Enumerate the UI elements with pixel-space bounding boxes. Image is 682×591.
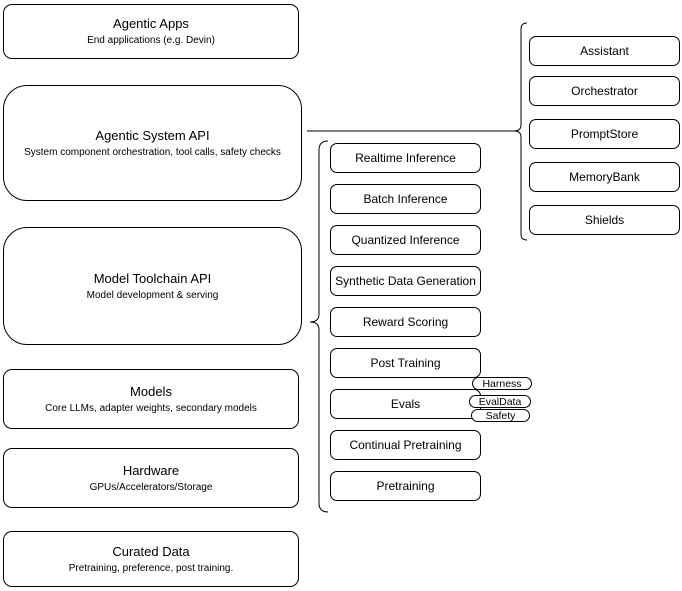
box-title: Model Toolchain API	[93, 270, 212, 286]
box-model-toolchain-api: Model Toolchain API Model development & …	[3, 227, 302, 345]
box-hardware: Hardware GPUs/Accelerators/Storage	[3, 448, 299, 508]
box-orchestrator: Orchestrator	[529, 76, 680, 106]
curly-brace-right-icon	[513, 22, 528, 241]
pill-harness: Harness	[472, 377, 532, 390]
box-title: Agentic System API	[95, 127, 210, 143]
box-subtitle: Pretraining, preference, post training.	[68, 562, 234, 574]
box-post-training: Post Training	[330, 348, 481, 378]
box-models: Models Core LLMs, adapter weights, secon…	[3, 369, 299, 429]
pill-evaldata: EvalData	[469, 395, 531, 408]
box-subtitle: GPUs/Accelerators/Storage	[89, 481, 213, 493]
box-subtitle: Model development & serving	[86, 289, 219, 301]
box-agentic-system-api: Agentic System API System component orch…	[3, 85, 302, 201]
box-synthetic-data-generation: Synthetic Data Generation	[330, 266, 481, 296]
box-quantized-inference: Quantized Inference	[330, 225, 481, 255]
box-title: Hardware	[122, 462, 180, 478]
box-pretraining: Pretraining	[330, 471, 481, 501]
box-title: Agentic Apps	[113, 16, 189, 31]
box-subtitle: System component orchestration, tool cal…	[24, 146, 281, 158]
box-agentic-apps: Agentic Apps End applications (e.g. Devi…	[3, 4, 299, 59]
curly-brace-middle-icon	[309, 140, 329, 513]
box-subtitle: End applications (e.g. Devin)	[87, 35, 215, 46]
box-memorybank: MemoryBank	[529, 162, 680, 192]
box-continual-pretraining: Continual Pretraining	[330, 430, 481, 460]
box-shields: Shields	[529, 205, 680, 235]
box-realtime-inference: Realtime Inference	[330, 143, 481, 173]
box-batch-inference: Batch Inference	[330, 184, 481, 214]
box-promptstore: PromptStore	[529, 119, 680, 149]
box-reward-scoring: Reward Scoring	[330, 307, 481, 337]
pill-safety: Safety	[471, 409, 530, 422]
box-curated-data: Curated Data Pretraining, preference, po…	[3, 531, 299, 587]
box-subtitle: Core LLMs, adapter weights, secondary mo…	[45, 402, 257, 414]
box-title: Curated Data	[112, 543, 190, 559]
box-title: Models	[130, 383, 172, 399]
box-assistant: Assistant	[529, 36, 680, 66]
box-evals: Evals	[330, 389, 481, 419]
